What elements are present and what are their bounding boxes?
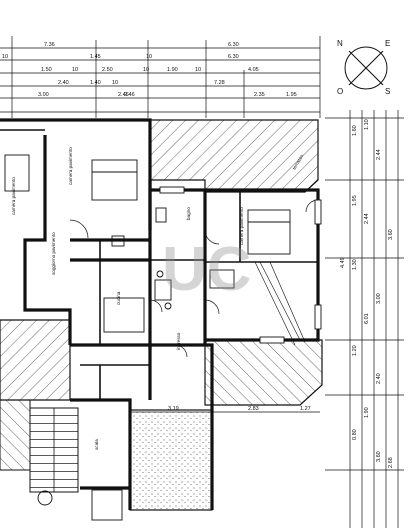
dim-right-2: 1.10 (364, 119, 370, 130)
dim-right-3: 2.44 (376, 149, 382, 160)
dim-top-15: 1.40 (90, 80, 101, 86)
dim-top-17: 2.46 (118, 92, 129, 98)
kitchen-counter (209, 269, 235, 289)
room-label-camera-1: camera pavimento (68, 147, 73, 185)
dim-top-14: 2.40 (58, 80, 69, 86)
round-table (37, 490, 53, 506)
room-label-cucina: cucina (116, 291, 121, 305)
sink-1 (111, 235, 125, 247)
dim-top-8: 10 (72, 67, 78, 73)
room-label-camera-3: camera pavimento (11, 177, 16, 215)
walls (0, 118, 320, 510)
room-label-camera-2: camera pavimento (239, 207, 244, 245)
terrace-left-lower (0, 399, 31, 471)
sofa (4, 154, 30, 192)
furniture (4, 154, 306, 521)
compass-e: E (385, 39, 390, 48)
inner-walls (0, 129, 318, 400)
kitchen-block (103, 297, 145, 333)
dim-right-8: 1.30 (352, 259, 358, 270)
compass-o: O (337, 87, 343, 96)
terrace-left (0, 319, 71, 401)
watermark: UC (162, 235, 252, 304)
dim-top-13: 4.05 (248, 67, 259, 73)
dim-right-13: 1.90 (364, 407, 370, 418)
room-label-ingresso: ingresso (176, 332, 181, 350)
dim-bottom-2: 2.83 (248, 406, 259, 412)
terrace-top (149, 119, 319, 193)
right-dimension-lines (325, 110, 404, 528)
dim-right-4: 3.60 (388, 229, 394, 240)
dim-right-10: 6.01 (364, 313, 370, 324)
compass-s: S (385, 87, 390, 96)
windows (159, 186, 322, 344)
dim-top-3: 10 (2, 54, 8, 60)
dim-right-7: 4.49 (340, 257, 346, 268)
dim-top-5: 10 (146, 54, 152, 60)
dim-right-1: 1.60 (352, 125, 358, 136)
door-swings (69, 199, 319, 358)
room-label-bagno: bagno (186, 207, 191, 220)
dim-right-9: 3.00 (376, 293, 382, 304)
dim-top-6: 6.30 (228, 54, 239, 60)
table (154, 279, 172, 301)
compass: N E O S (337, 39, 390, 96)
bed-1 (91, 159, 138, 201)
landing-dotted (129, 409, 213, 511)
dim-top-16: 10 (112, 80, 118, 86)
dim-right-15: 3.60 (376, 451, 382, 462)
terraces (0, 119, 323, 471)
room-label-scala: scala (94, 439, 99, 450)
dim-top-12: 10 (195, 67, 201, 73)
dim-top-2: 6.30 (228, 42, 239, 48)
dim-top-7: 1.50 (41, 67, 52, 73)
dim-top-18: 3.00 (38, 92, 49, 98)
bed-2 (247, 209, 291, 255)
dim-right-6: 2.44 (364, 213, 370, 224)
dim-top-20: 7.28 (214, 80, 225, 86)
dim-right-16: 2.68 (388, 457, 394, 468)
top-dimension-lines (0, 36, 321, 118)
room-label-soggiorno: soggiorno pavimento (51, 232, 56, 275)
dim-top-19: 2.46 (124, 92, 135, 98)
dim-top-21: 2.35 (254, 92, 265, 98)
dim-bottom-3: 1.27 (300, 406, 311, 412)
terrace-bottom-right (204, 339, 323, 406)
dim-top-10: 10 (143, 67, 149, 73)
dim-right-11: 1.20 (352, 345, 358, 356)
dim-bottom-1: 3.19 (168, 406, 179, 412)
bottom-dimensions: 3.19 2.83 1.27 (130, 406, 320, 413)
dim-right-12: 2.40 (376, 373, 382, 384)
dim-right-14: 0.80 (352, 429, 358, 440)
dim-top-1: 7.36 (44, 42, 55, 48)
top-dimension-texts: 7.36 6.30 10 1.45 10 6.30 1.50 10 2.50 1… (2, 42, 297, 98)
dim-top-22: 1.95 (286, 92, 297, 98)
dim-top-4: 1.45 (90, 54, 101, 60)
wc-1 (155, 207, 167, 223)
dim-right-5: 1.95 (352, 195, 358, 206)
right-dimension-texts: 1.60 1.10 2.44 3.60 1.95 2.44 4.49 1.30 … (340, 119, 394, 468)
compass-n: N (337, 39, 343, 48)
bath-2 (91, 489, 123, 521)
dim-top-9: 2.50 (102, 67, 113, 73)
dim-top-11: 1.90 (167, 67, 178, 73)
